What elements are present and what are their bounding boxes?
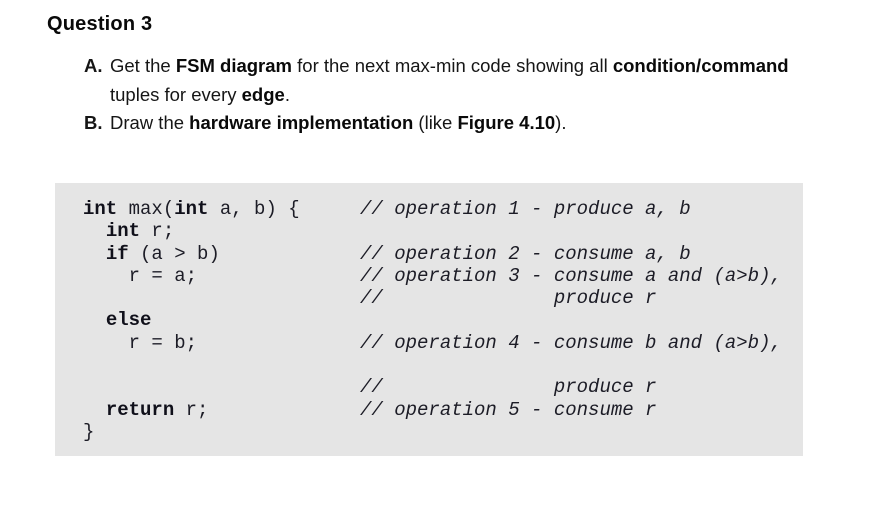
- code-text: [83, 354, 360, 376]
- task-lines: Get the FSM diagram for the next max-min…: [110, 52, 824, 109]
- text-segment: max(: [117, 198, 175, 220]
- text-segment: [83, 243, 106, 265]
- bold-text-segment: if: [105, 242, 129, 265]
- code-text: }: [83, 421, 360, 443]
- task-line: Draw the hardware implementation (like F…: [110, 109, 824, 138]
- comment-text: [360, 354, 803, 376]
- code-line: else: [83, 309, 803, 331]
- bold-text-segment: int: [174, 198, 209, 220]
- comment-text: // operation 2 - consume a, b: [360, 242, 691, 265]
- code-line: [83, 354, 803, 376]
- text-segment: [83, 309, 106, 331]
- code-line: // produce r: [83, 287, 803, 309]
- task-label: B.: [84, 112, 103, 134]
- code-text: r = b;: [83, 332, 360, 354]
- code-text: [83, 376, 360, 398]
- text-segment: [83, 399, 106, 421]
- comment-text: // operation 4 - consume b and (a>b),: [360, 331, 782, 354]
- code-text: [83, 287, 360, 309]
- text-segment: r;: [140, 220, 175, 243]
- code-text: r = a;: [83, 265, 360, 287]
- text-segment: .: [284, 83, 290, 105]
- comment-text: // produce r: [360, 287, 657, 310]
- bold-text-segment: edge: [241, 83, 285, 105]
- task-item-a: A. Get the FSM diagram for the next max-m…: [84, 52, 824, 109]
- bold-text-segment: condition/command: [612, 55, 789, 76]
- task-list: A. Get the FSM diagram for the next max-m…: [84, 52, 824, 138]
- code-text: else: [83, 309, 360, 331]
- bold-text-segment: hardware implementation: [189, 112, 414, 134]
- code-panel: int max(int a, b) {// operation 1 - prod…: [55, 183, 803, 456]
- bold-text-segment: return: [105, 398, 175, 421]
- code-line: r = a; // operation 3 - consume a and (a>…: [83, 265, 803, 287]
- text-segment: tuples for every: [110, 83, 242, 105]
- text-segment: }: [83, 420, 95, 443]
- code-line: return r;// operation 5 - consume r: [83, 399, 803, 421]
- task-line: Get the FSM diagram for the next max-min…: [110, 52, 824, 81]
- comment-text: // operation 5 - consume r: [360, 398, 657, 421]
- text-segment: (like: [413, 112, 458, 134]
- code-text: int max(int a, b) {: [83, 198, 360, 220]
- bold-text-segment: Figure 4.10: [457, 112, 556, 134]
- text-segment: Draw the: [110, 112, 190, 134]
- task-line: tuples for every edge.: [110, 81, 824, 110]
- code-text: int r;: [83, 220, 360, 242]
- text-segment: for the next max-min code showing all: [292, 55, 613, 76]
- code-line: int r;: [83, 220, 803, 242]
- task-item-b: B. Draw the hardware implementation (like…: [84, 109, 824, 138]
- bold-text-segment: FSM diagram: [175, 55, 292, 76]
- code-line: // produce r: [83, 376, 803, 398]
- bold-text-segment: int: [105, 220, 141, 243]
- comment-text: [360, 220, 803, 242]
- text-segment: r = b;: [83, 331, 198, 354]
- bold-text-segment: int: [83, 198, 118, 220]
- text-segment: (a > b): [128, 242, 220, 265]
- task-label: A.: [84, 55, 103, 76]
- text-segment: [83, 220, 106, 242]
- comment-text: // operation 3 - consume a and (a>b),: [360, 264, 782, 287]
- task-lines: Draw the hardware implementation (like F…: [110, 109, 824, 138]
- question-title: Question 3: [47, 13, 153, 35]
- comment-text: [360, 421, 803, 443]
- comment-text: // operation 1 - produce a, b: [360, 198, 691, 220]
- text-segment: ).: [555, 112, 567, 134]
- code-text: return r;: [83, 399, 360, 421]
- comment-text: // produce r: [360, 376, 657, 399]
- code-line: if (a > b)// operation 2 - consume a, b: [83, 243, 803, 265]
- code-line: r = b; // operation 4 - consume b and (a>…: [83, 332, 803, 354]
- code-text: if (a > b): [83, 243, 360, 265]
- text-segment: a, b) {: [208, 198, 300, 220]
- code-line: int max(int a, b) {// operation 1 - prod…: [83, 198, 803, 220]
- text-segment: r = a;: [83, 264, 198, 287]
- text-segment: Get the: [110, 55, 176, 76]
- bold-text-segment: else: [105, 309, 152, 332]
- comment-text: [360, 309, 803, 331]
- code-line: }: [83, 421, 803, 443]
- text-segment: r;: [174, 398, 209, 421]
